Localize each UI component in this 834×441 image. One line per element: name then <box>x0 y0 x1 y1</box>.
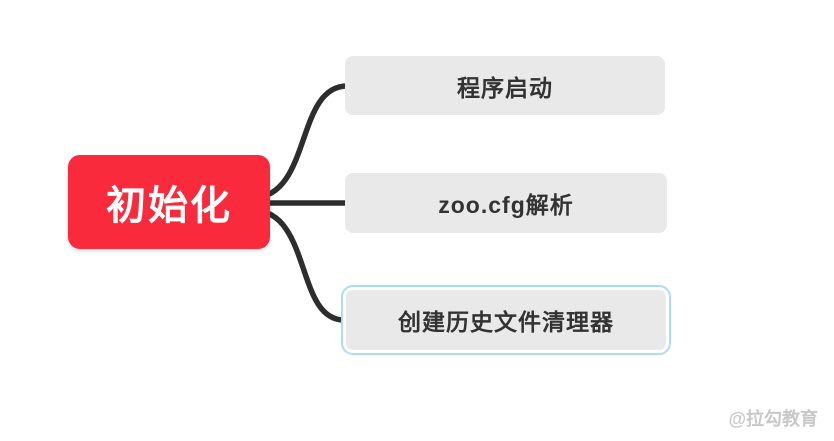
watermark-lagou-education: @拉勾教育 <box>728 409 818 429</box>
node-child-history-file-cleaner-selected[interactable]: 创建历史文件清理器 <box>341 285 671 355</box>
node-child-program-start[interactable]: 程序启动 <box>345 56 665 115</box>
node-child-program-start-label: 程序启动 <box>457 74 553 101</box>
node-child-history-file-cleaner-body: 创建历史文件清理器 <box>346 290 666 350</box>
node-root[interactable]: 初始化 <box>68 155 270 249</box>
node-child-zoo-cfg-parse-label: zoo.cfg解析 <box>438 192 574 218</box>
node-child-zoo-cfg-parse[interactable]: zoo.cfg解析 <box>345 173 667 233</box>
node-root-label: 初始化 <box>106 184 232 228</box>
node-child-history-file-cleaner-label: 创建历史文件清理器 <box>398 309 614 335</box>
